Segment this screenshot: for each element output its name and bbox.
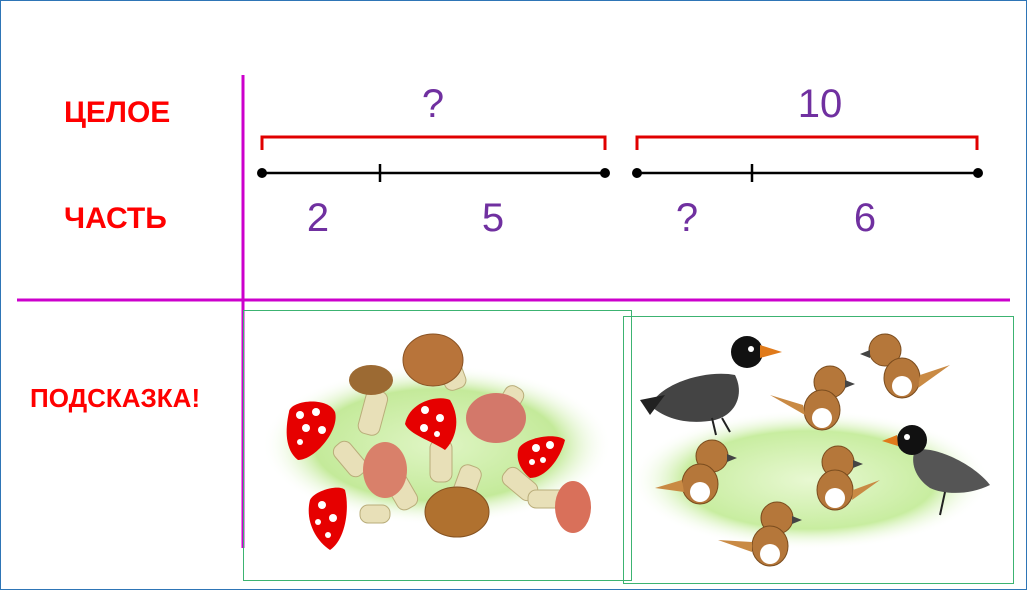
left-whole-bracket xyxy=(260,135,607,150)
left-segment-start-dot xyxy=(257,168,267,178)
left-whole-value: ? xyxy=(421,82,445,126)
brown-mushroom-caps xyxy=(349,333,591,538)
sparrow-beaks xyxy=(727,350,870,524)
crow-left xyxy=(640,336,782,436)
label-part: ЧАСТЬ xyxy=(64,202,167,235)
mushrooms-picture-frame xyxy=(243,310,632,581)
left-part1-value: 2 xyxy=(306,196,330,240)
sparrow-wings xyxy=(655,365,950,552)
red-cap-spots xyxy=(296,406,554,538)
right-whole-bracket xyxy=(635,135,979,150)
left-part2-value: 5 xyxy=(481,196,505,240)
crow-right xyxy=(882,425,990,516)
label-whole: ЦЕЛОЕ xyxy=(64,96,171,129)
sparrow-bellies xyxy=(690,376,912,564)
left-segment-end-dot xyxy=(600,168,610,178)
right-segment-end-dot xyxy=(973,168,983,178)
birds-picture-frame xyxy=(623,316,1014,584)
right-part1-value: ? xyxy=(675,196,699,240)
right-part2-value: 6 xyxy=(853,196,877,240)
right-whole-value: 10 xyxy=(797,82,843,126)
right-segment-start-dot xyxy=(632,168,642,178)
label-hint: ПОДСКАЗКА! xyxy=(30,383,201,413)
